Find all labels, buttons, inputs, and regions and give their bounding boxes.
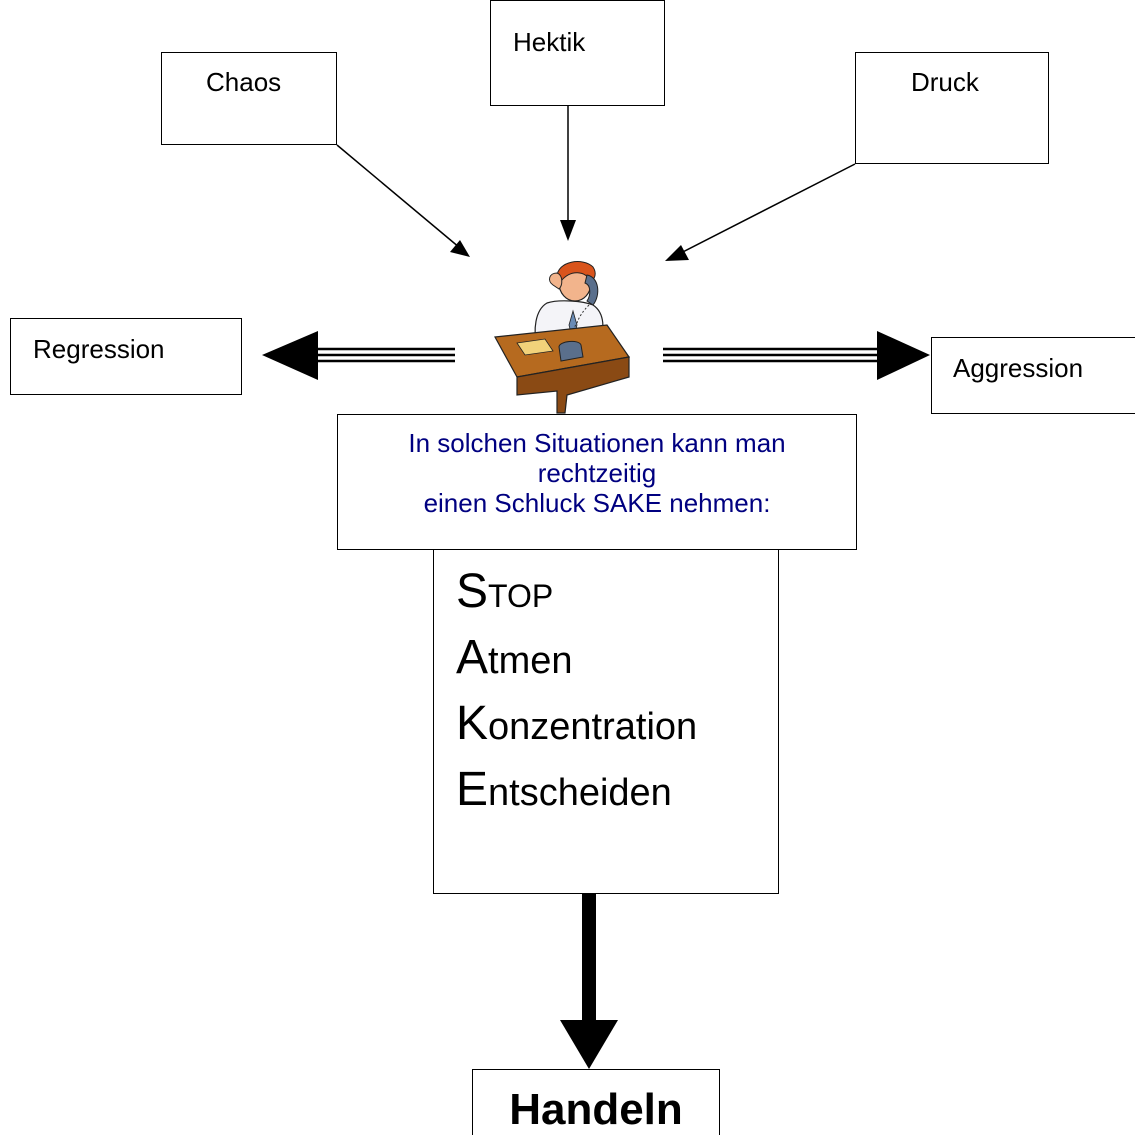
result-label: Handeln [509, 1085, 683, 1134]
reaction-label-aggression: Aggression [953, 353, 1084, 383]
man-on-phone-icon [494, 261, 631, 414]
arrow-chaos-to-center [336, 144, 470, 257]
sake-rest: TOP [488, 578, 554, 614]
arrow-hektik-to-center [560, 106, 576, 241]
sake-intro-line: rechtzeitig [537, 458, 657, 488]
sake-intro-line: einen Schluck SAKE nehmen: [423, 488, 771, 518]
sake-rest: ntscheiden [488, 772, 672, 814]
sake-intro-box: In solchen Situationen kann man rechtzei… [337, 414, 857, 550]
stressor-label-chaos: Chaos [206, 67, 282, 97]
stressor-box-chaos: Chaos [161, 52, 337, 145]
stressor-box-hektik: Hektik [490, 0, 665, 106]
sake-rest: tmen [488, 640, 573, 682]
sake-intro-line: In solchen Situationen kann man [408, 428, 786, 458]
stressor-label-hektik: Hektik [513, 27, 586, 57]
reaction-label-regression: Regression [33, 334, 165, 364]
sake-rest: onzentration [488, 706, 698, 748]
sake-initial: A [456, 631, 489, 684]
arrow-to-regression [262, 331, 455, 380]
arrow-to-handeln [560, 857, 618, 1069]
reaction-box-regression: Regression [10, 318, 242, 395]
result-box-handeln: Handeln [472, 1069, 720, 1135]
stressor-box-druck: Druck [855, 52, 1049, 164]
stressor-label-druck: Druck [911, 67, 979, 97]
sake-initial: S [456, 565, 489, 618]
sake-initial: K [456, 697, 489, 750]
stressed-man-illustration [487, 255, 632, 415]
arrow-to-aggression [663, 331, 930, 380]
sake-initial: E [456, 763, 489, 816]
arrow-druck-to-center [665, 163, 856, 261]
reaction-box-aggression: Aggression [931, 337, 1135, 414]
